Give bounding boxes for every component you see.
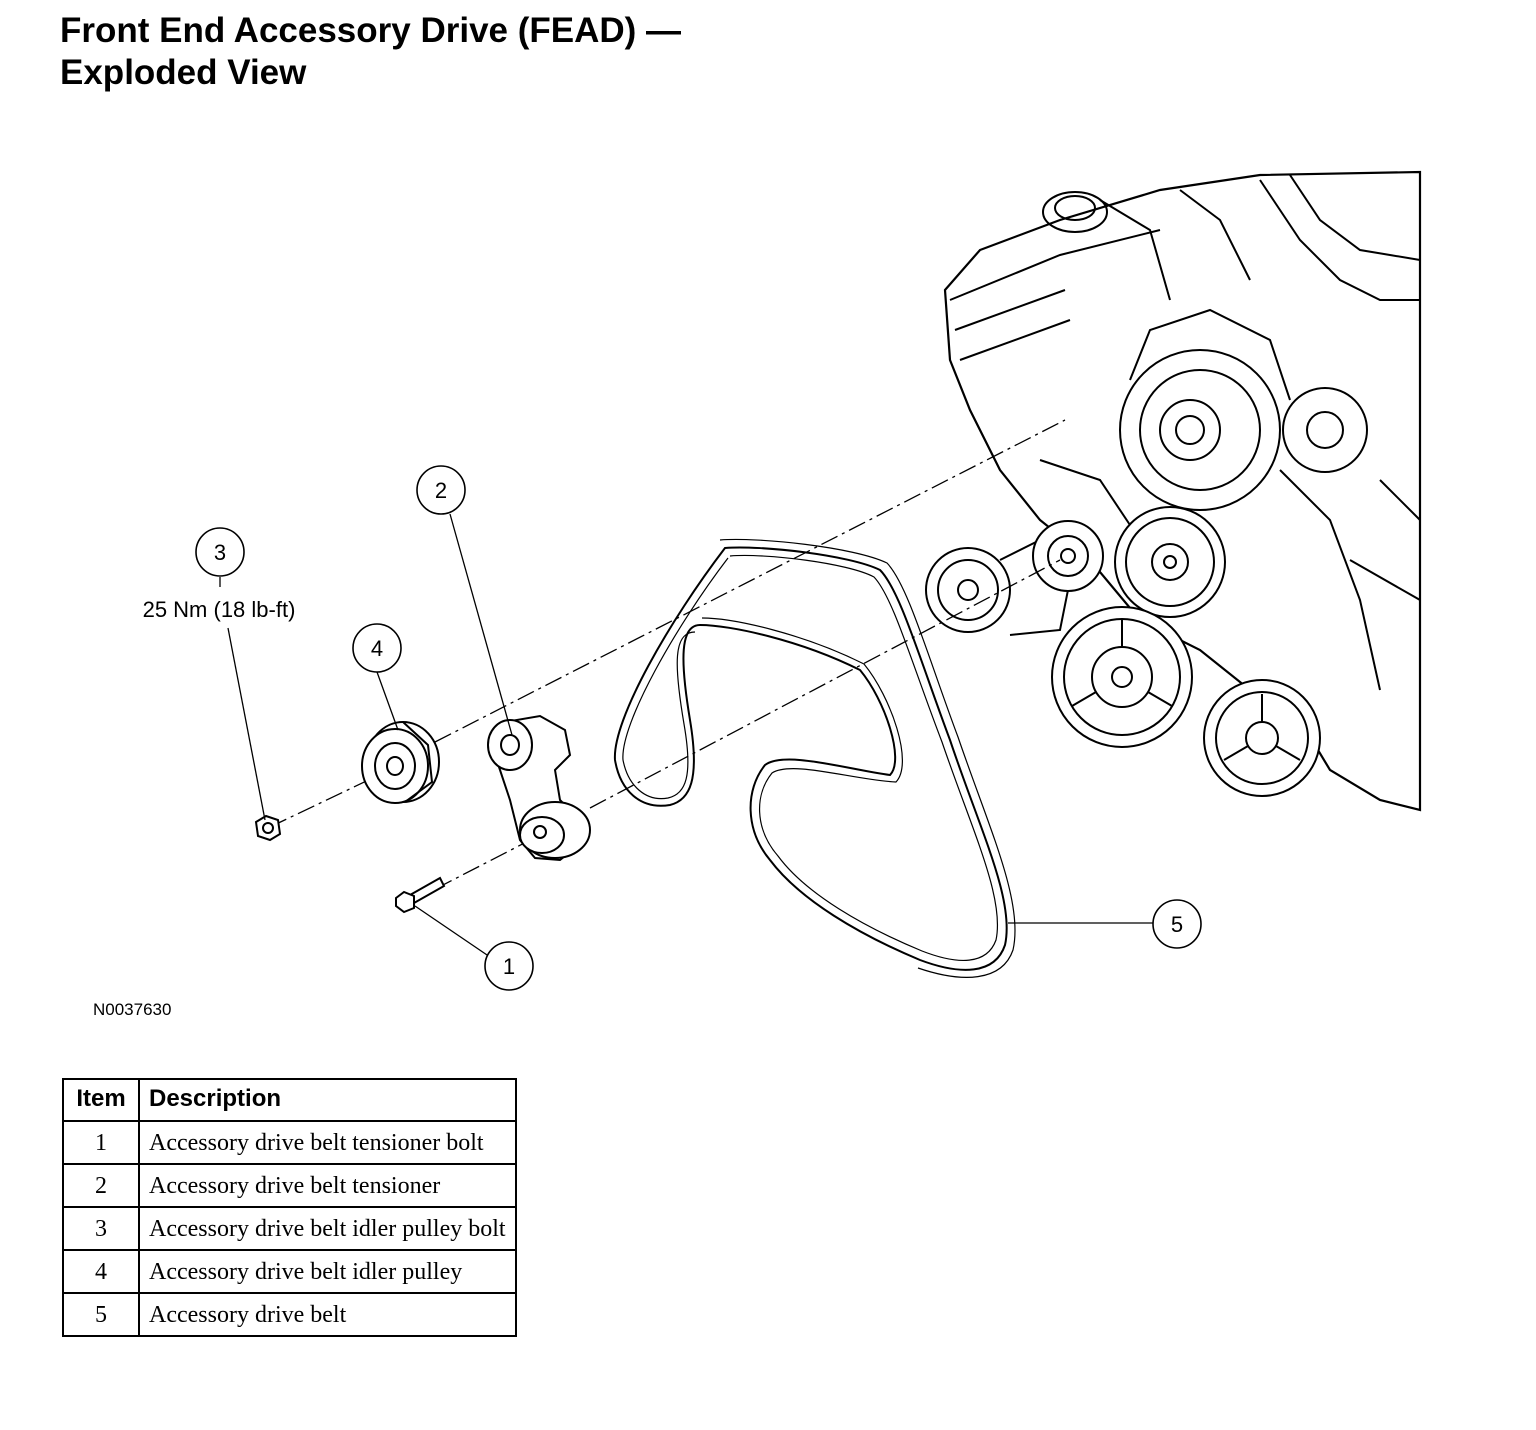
callout-1: 1 <box>484 941 534 991</box>
ac-compressor-pulley <box>925 538 1072 636</box>
engine-pulleys <box>925 506 1321 797</box>
title-line-2: Exploded View <box>60 53 307 92</box>
idler-pulley <box>361 721 440 804</box>
item-number: 5 <box>62 1292 140 1337</box>
engine-assembly <box>943 170 1422 812</box>
item-number: 3 <box>62 1206 140 1251</box>
table-row: 4 Accessory drive belt idler pulley <box>62 1249 517 1294</box>
callout-2-label: 2 <box>435 478 447 503</box>
item-description: Accessory drive belt tensioner <box>138 1163 517 1208</box>
water-pump-pulley <box>1203 679 1321 797</box>
accessory-drive-belt <box>613 538 1016 978</box>
item-description: Accessory drive belt <box>138 1292 517 1337</box>
belt-tensioner <box>487 714 591 862</box>
callout-3: 3 <box>195 527 245 577</box>
callout-4-label: 4 <box>371 636 383 661</box>
item-description: Accessory drive belt idler pulley <box>138 1249 517 1294</box>
crankshaft-pulley <box>1051 606 1193 748</box>
table-row: 3 Accessory drive belt idler pulley bolt <box>62 1206 517 1251</box>
idler-pulley-upper <box>1032 520 1104 592</box>
idler-pulley-bolt <box>254 814 282 842</box>
table-row: 2 Accessory drive belt tensioner <box>62 1163 517 1208</box>
column-header-description: Description <box>138 1078 517 1122</box>
power-steering-pulley <box>1114 506 1226 618</box>
column-header-item: Item <box>62 1078 140 1122</box>
callout-2: 2 <box>416 465 466 515</box>
item-number: 2 <box>62 1163 140 1208</box>
title-line-1: Front End Accessory Drive (FEAD) — <box>60 11 682 50</box>
item-number: 1 <box>62 1120 140 1165</box>
item-description: Accessory drive belt tensioner bolt <box>138 1120 517 1165</box>
torque-spec: 25 Nm (18 lb-ft) <box>143 597 296 622</box>
callout-1-label: 1 <box>503 954 515 979</box>
fead-exploded-diagram: 1 2 3 4 5 25 Nm (18 lb-ft) <box>143 170 1422 991</box>
leader-lines <box>219 513 1153 958</box>
table-row: 1 Accessory drive belt tensioner bolt <box>62 1120 517 1165</box>
callout-3-label: 3 <box>214 540 226 565</box>
callout-5-label: 5 <box>1171 912 1183 937</box>
table-header-row: Item Description <box>62 1078 517 1122</box>
parts-legend-table: Item Description 1 Accessory drive belt … <box>62 1078 517 1337</box>
figure-id: N0037630 <box>93 1000 172 1019</box>
callout-5: 5 <box>1152 899 1202 949</box>
tensioner-bolt <box>395 876 446 914</box>
item-number: 4 <box>62 1249 140 1294</box>
page-title: Front End Accessory Drive (FEAD) — Explo… <box>60 10 681 94</box>
callout-4: 4 <box>352 623 402 673</box>
table-row: 5 Accessory drive belt <box>62 1292 517 1337</box>
item-description: Accessory drive belt idler pulley bolt <box>138 1206 517 1251</box>
